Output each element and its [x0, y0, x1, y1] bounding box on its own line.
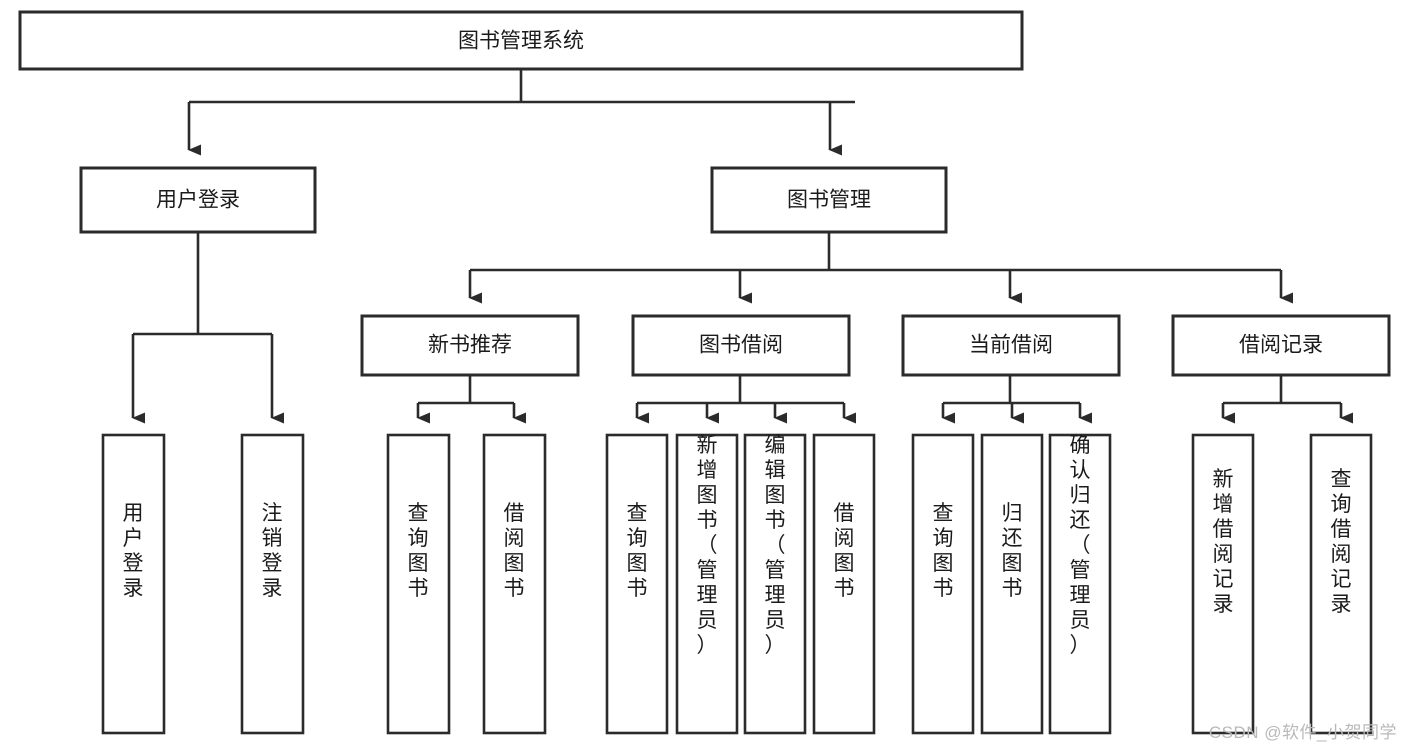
edge-user-login-to-leaves [131, 232, 284, 424]
node-leaf-return-book-label: 归还图书 [1002, 502, 1023, 600]
node-current-borrow-box[interactable] [901, 314, 1121, 377]
node-leaf-add-borrow-record-label: 新增借阅记录 [1213, 468, 1234, 616]
node-borrow-record-label: 借阅记录 [1239, 334, 1323, 357]
node-leaf-logout-login-box[interactable] [240, 433, 305, 735]
node-book-management-label: 图书管理 [787, 189, 871, 212]
node-leaf-confirm-return-admin-box[interactable] [1048, 433, 1112, 735]
edge-root-to-level2 [187, 69, 855, 156]
node-leaf-add-book-admin-box[interactable] [675, 433, 739, 735]
node-leaf-logout-login-label: 注销登录 [262, 502, 283, 600]
node-book-borrow[interactable]: 图书借阅 [631, 314, 851, 377]
csdn-watermark: CSDN @软件_小贺同学 [1208, 723, 1397, 742]
node-leaf-borrow-book-1-box[interactable] [482, 433, 547, 735]
node-leaf-query-book-1-label: 查询图书 [408, 502, 429, 600]
node-root-box[interactable] [18, 10, 1024, 71]
node-root[interactable]: 图书管理系统 [18, 10, 1024, 71]
node-leaf-query-book-2[interactable]: 查询图书 [605, 433, 669, 735]
node-leaf-add-borrow-record-box[interactable] [1191, 433, 1255, 735]
edges-layer [131, 69, 1353, 424]
node-leaf-edit-book-admin-box[interactable] [743, 433, 807, 735]
node-leaf-user-login-label: 用户登录 [123, 502, 144, 600]
node-leaf-query-book-2-label: 查询图书 [627, 502, 648, 600]
node-leaf-add-borrow-record[interactable]: 新增借阅记录 [1191, 433, 1255, 735]
node-leaf-return-book-box[interactable] [980, 433, 1044, 735]
node-leaf-borrow-book-2-box[interactable] [812, 433, 876, 735]
node-book-borrow-box[interactable] [631, 314, 851, 377]
node-leaf-borrow-book-2-label: 借阅图书 [834, 502, 855, 600]
node-leaf-edit-book-admin-label: 编辑图书（管理员） [765, 434, 786, 657]
node-root-label: 图书管理系统 [458, 30, 584, 53]
node-leaf-add-book-admin[interactable]: 新增图书（管理员） [675, 433, 739, 735]
node-user-login[interactable]: 用户登录 [79, 166, 317, 234]
node-leaf-query-borrow-record[interactable]: 查询借阅记录 [1309, 433, 1373, 735]
node-leaf-logout-login[interactable]: 注销登录 [240, 433, 305, 735]
node-leaf-user-login[interactable]: 用户登录 [101, 433, 166, 735]
node-leaf-query-borrow-record-label: 查询借阅记录 [1331, 468, 1352, 616]
node-leaf-confirm-return-admin-label: 确认归还（管理员） [1070, 434, 1091, 657]
node-borrow-record[interactable]: 借阅记录 [1171, 314, 1391, 377]
edge-borrow-record-to-leaves [1221, 375, 1353, 424]
node-leaf-query-book-1-box[interactable] [386, 433, 451, 735]
edge-new-book-recommend-to-leaves [416, 375, 526, 424]
edge-book-management-to-level3 [468, 232, 1293, 304]
node-leaf-query-book-1[interactable]: 查询图书 [386, 433, 451, 735]
node-current-borrow-label: 当前借阅 [969, 334, 1053, 357]
node-user-login-box[interactable] [79, 166, 317, 234]
node-leaf-query-borrow-record-box[interactable] [1309, 433, 1373, 735]
node-leaf-query-book-2-box[interactable] [605, 433, 669, 735]
node-leaf-edit-book-admin[interactable]: 编辑图书（管理员） [743, 433, 807, 735]
node-leaf-user-login-box[interactable] [101, 433, 166, 735]
node-leaf-borrow-book-1-label: 借阅图书 [504, 502, 525, 600]
node-leaf-borrow-book-1[interactable]: 借阅图书 [482, 433, 547, 735]
node-book-borrow-label: 图书借阅 [699, 334, 783, 357]
edge-book-borrow-to-leaves [635, 375, 856, 424]
node-book-management[interactable]: 图书管理 [710, 166, 948, 234]
node-book-management-box[interactable] [710, 166, 948, 234]
node-leaf-borrow-book-2[interactable]: 借阅图书 [812, 433, 876, 735]
edge-current-borrow-to-leaves [941, 375, 1092, 424]
node-leaf-add-book-admin-label: 新增图书（管理员） [697, 434, 718, 657]
node-leaf-query-book-3[interactable]: 查询图书 [911, 433, 975, 735]
node-new-book-recommend[interactable]: 新书推荐 [360, 314, 580, 377]
node-leaf-confirm-return-admin[interactable]: 确认归还（管理员） [1048, 433, 1112, 735]
node-borrow-record-box[interactable] [1171, 314, 1391, 377]
node-leaf-query-book-3-box[interactable] [911, 433, 975, 735]
node-current-borrow[interactable]: 当前借阅 [901, 314, 1121, 377]
node-leaf-query-book-3-label: 查询图书 [933, 502, 954, 600]
node-new-book-recommend-box[interactable] [360, 314, 580, 377]
node-new-book-recommend-label: 新书推荐 [428, 334, 512, 357]
node-leaf-return-book[interactable]: 归还图书 [980, 433, 1044, 735]
node-user-login-label: 用户登录 [156, 189, 240, 212]
